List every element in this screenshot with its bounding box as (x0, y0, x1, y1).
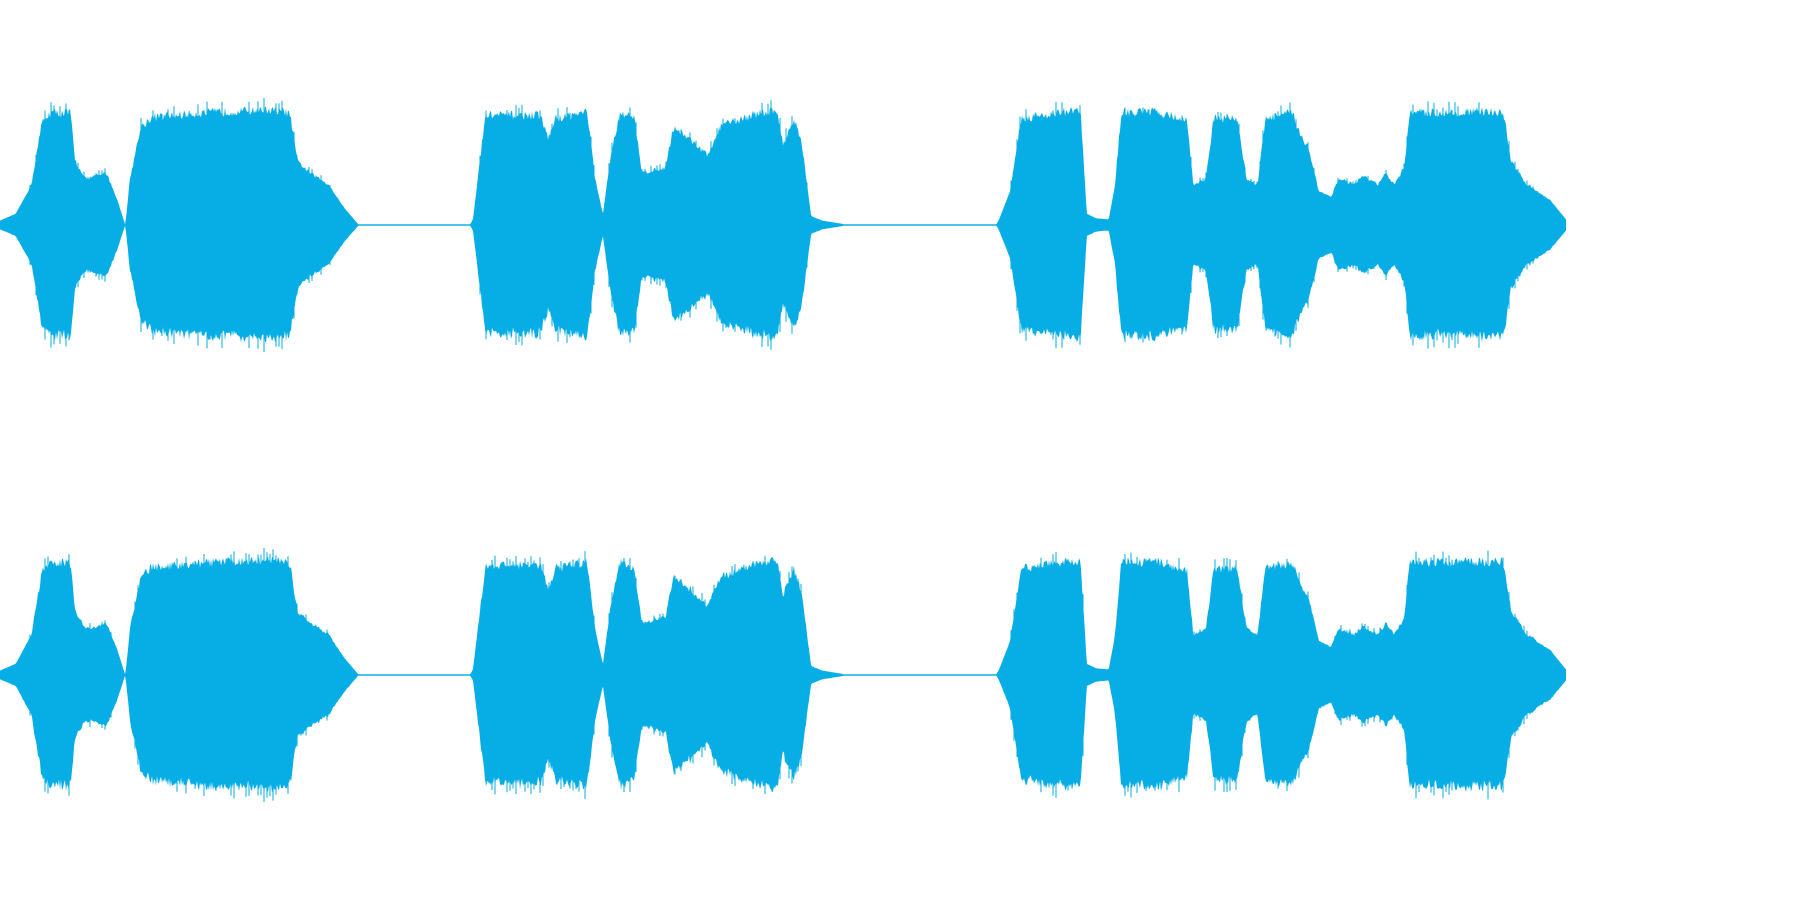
channel-right-waveform (0, 547, 1566, 803)
channel-left-waveform (0, 97, 1566, 353)
